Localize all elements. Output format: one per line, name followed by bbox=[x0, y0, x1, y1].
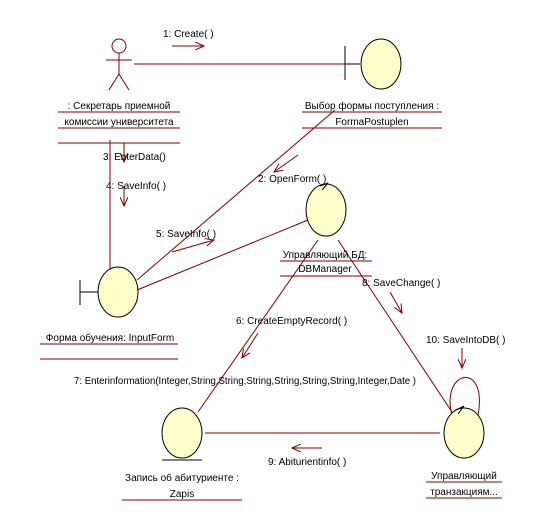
form-choice-name-line2: FormaPostuplen bbox=[335, 117, 408, 128]
zapis-ellipse bbox=[161, 407, 203, 459]
input-form-ellipse bbox=[97, 266, 139, 318]
message-1-label[interactable]: 1: Create( ) bbox=[163, 29, 214, 40]
input-form-name: Форма обучения: InputForm bbox=[46, 332, 174, 344]
message-9-label[interactable]: 9: Abiturientinfo( ) bbox=[268, 457, 346, 468]
entity-zapis[interactable] bbox=[161, 407, 203, 461]
message-4-label[interactable]: 4: SaveInfo( ) bbox=[106, 181, 166, 192]
message-8-label[interactable]: 8: SaveChange( ) bbox=[362, 278, 440, 289]
form-choice-ellipse bbox=[360, 38, 402, 90]
actor-secretary[interactable] bbox=[106, 38, 132, 91]
boundary-input-form[interactable] bbox=[79, 266, 139, 318]
boundary-form-choice[interactable] bbox=[344, 38, 402, 90]
control-transaction-manager[interactable] bbox=[443, 405, 485, 459]
arrow-m5 bbox=[171, 240, 214, 253]
control-arrow-icon bbox=[319, 182, 329, 191]
message-6-label[interactable]: 6: CreateEmptyRecord( ) bbox=[236, 316, 347, 327]
db-manager-ellipse bbox=[305, 183, 347, 237]
message-3-label[interactable]: 3: EnterData() bbox=[103, 152, 166, 163]
arrow-m8 bbox=[389, 291, 402, 313]
link-formchoice-inputform bbox=[136, 109, 336, 281]
actor-leg-right bbox=[118, 73, 130, 91]
link-dbmanager-transmanager bbox=[337, 239, 453, 413]
message-2-label[interactable]: 2: OpenForm( ) bbox=[258, 174, 326, 185]
message-7-label[interactable]: 7: Enterinformation(Integer,String,Strin… bbox=[74, 376, 416, 387]
secretary-name-line1: : Секретарь приемной bbox=[68, 101, 171, 112]
transaction-manager-name-line1: Управляющий bbox=[431, 471, 497, 482]
transaction-manager-ellipse bbox=[443, 407, 485, 459]
link-inputform-dbmanager bbox=[136, 219, 309, 291]
self-link-transmanager bbox=[449, 376, 480, 416]
form-choice-name-line1: Выбор формы поступления : bbox=[305, 100, 439, 112]
arrow-m6 bbox=[242, 332, 259, 358]
actor-leg-left bbox=[108, 73, 120, 91]
zapis-name-line1: Запись об абитуриенте : bbox=[125, 472, 239, 484]
secretary-name-line2: комиссии университета bbox=[64, 117, 174, 128]
message-10-label[interactable]: 10: SaveIntoDB( ) bbox=[426, 335, 505, 346]
zapis-name-line2: Zapis bbox=[170, 489, 194, 500]
link-zapis-dbmanager bbox=[197, 239, 319, 413]
transaction-manager-name-line2: транзакциям... bbox=[430, 487, 498, 498]
control-db-manager[interactable] bbox=[305, 182, 347, 237]
arrow-m2 bbox=[274, 154, 299, 172]
control-arrow-icon bbox=[455, 405, 465, 415]
message-5-label[interactable]: 5: SaveInfo( ) bbox=[156, 229, 216, 240]
db-manager-name-line1: Управляющий БД: bbox=[283, 250, 368, 261]
db-manager-name-line2: DBManager bbox=[298, 264, 352, 275]
actor-head-icon bbox=[111, 38, 127, 54]
